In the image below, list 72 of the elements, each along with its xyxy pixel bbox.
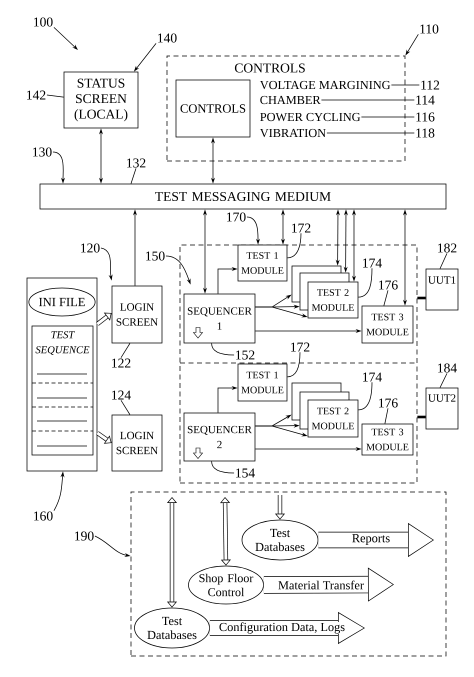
item-label: VOLTAGE MARGINING [260, 80, 390, 90]
leader-line [384, 408, 388, 424]
bus-bar: TEST MESSAGING MEDIUM [40, 184, 446, 210]
reference-number: 182 [438, 243, 456, 253]
module-box: TEST 1 MODULE [238, 364, 288, 402]
reference-number: 118 [416, 128, 434, 138]
sequencer-box: SEQUENCER 1 [184, 294, 256, 344]
reference-number: 112 [421, 80, 440, 90]
reference-number: 100 [34, 17, 53, 27]
module-box: TEST 3 MODULE [362, 306, 414, 344]
reference-number: 130 [33, 147, 52, 157]
reference-number: 152 [236, 350, 254, 360]
leader-line [361, 116, 415, 118]
reference-number: 154 [236, 468, 255, 478]
reference-number: 122 [112, 358, 130, 368]
reference-number: 174 [363, 258, 382, 268]
reference-number: 140 [158, 33, 177, 43]
reference-number: 124 [112, 390, 131, 400]
leader-line [384, 290, 388, 306]
reference-number: 132 [127, 158, 146, 168]
item-label: POWER CYCLING [260, 112, 360, 122]
module-stack: TEST 2 MODULE [292, 382, 358, 438]
sequencer-box: SEQUENCER 2 [184, 412, 256, 462]
reference-number: 172 [292, 224, 310, 232]
reference-number: 160 [34, 511, 53, 521]
reference-number: 176 [379, 280, 398, 290]
leader-line [46, 94, 64, 98]
leader-line [211, 343, 234, 356]
reference-number: 172 [291, 342, 310, 352]
reference-number: 176 [379, 398, 398, 408]
unit-box: UUT2 [426, 388, 458, 430]
login-box: LOGIN SCREEN [112, 286, 162, 344]
module-box: TEST 1 MODULE [238, 244, 288, 282]
leader-line [440, 372, 448, 388]
unit-box: UUT1 [426, 268, 458, 310]
module-stack: TEST 2 MODULE [292, 266, 358, 318]
leader-line [120, 400, 130, 415]
connector-bar [417, 296, 426, 300]
status-box: STATUS SCREEN (LOCAL) [64, 72, 138, 128]
reference-number: 110 [420, 24, 438, 34]
item-label: CHAMBER [260, 96, 321, 104]
dashed-box [180, 244, 418, 484]
dashed-box [130, 492, 446, 656]
edge-label: Material Transfer [278, 580, 364, 590]
leader-line [287, 352, 300, 378]
hollow-arrow [96, 431, 112, 444]
edge-label: Configuration Data, Logs [218, 622, 346, 634]
reference-number: 114 [416, 96, 435, 104]
reference-number: 120 [81, 243, 100, 253]
leader-line [391, 84, 420, 86]
leader-line [440, 252, 448, 269]
hollow-arrow [96, 312, 112, 326]
reference-number: 150 [146, 251, 165, 261]
leader-line [358, 382, 372, 410]
leader-line [326, 132, 415, 134]
leader-line [358, 268, 372, 298]
login-box: LOGIN SCREEN [112, 414, 162, 472]
reference-number: 116 [416, 112, 434, 122]
reference-number: 142 [27, 90, 46, 100]
list-box: TEST SEQUENCE [32, 326, 94, 456]
leader-line [120, 343, 130, 358]
reference-number: 174 [363, 372, 382, 382]
leader-line [287, 232, 302, 258]
module-box: TEST 3 MODULE [362, 424, 414, 456]
connector-bar [417, 416, 426, 418]
item-label: VIBRATION [260, 128, 326, 138]
controls-box: CONTROLS [176, 80, 250, 138]
leader-line [130, 168, 136, 184]
panel-box [26, 278, 98, 472]
reference-number: 170 [227, 212, 246, 222]
reference-number: 190 [75, 531, 94, 541]
reference-number: 184 [438, 363, 457, 373]
